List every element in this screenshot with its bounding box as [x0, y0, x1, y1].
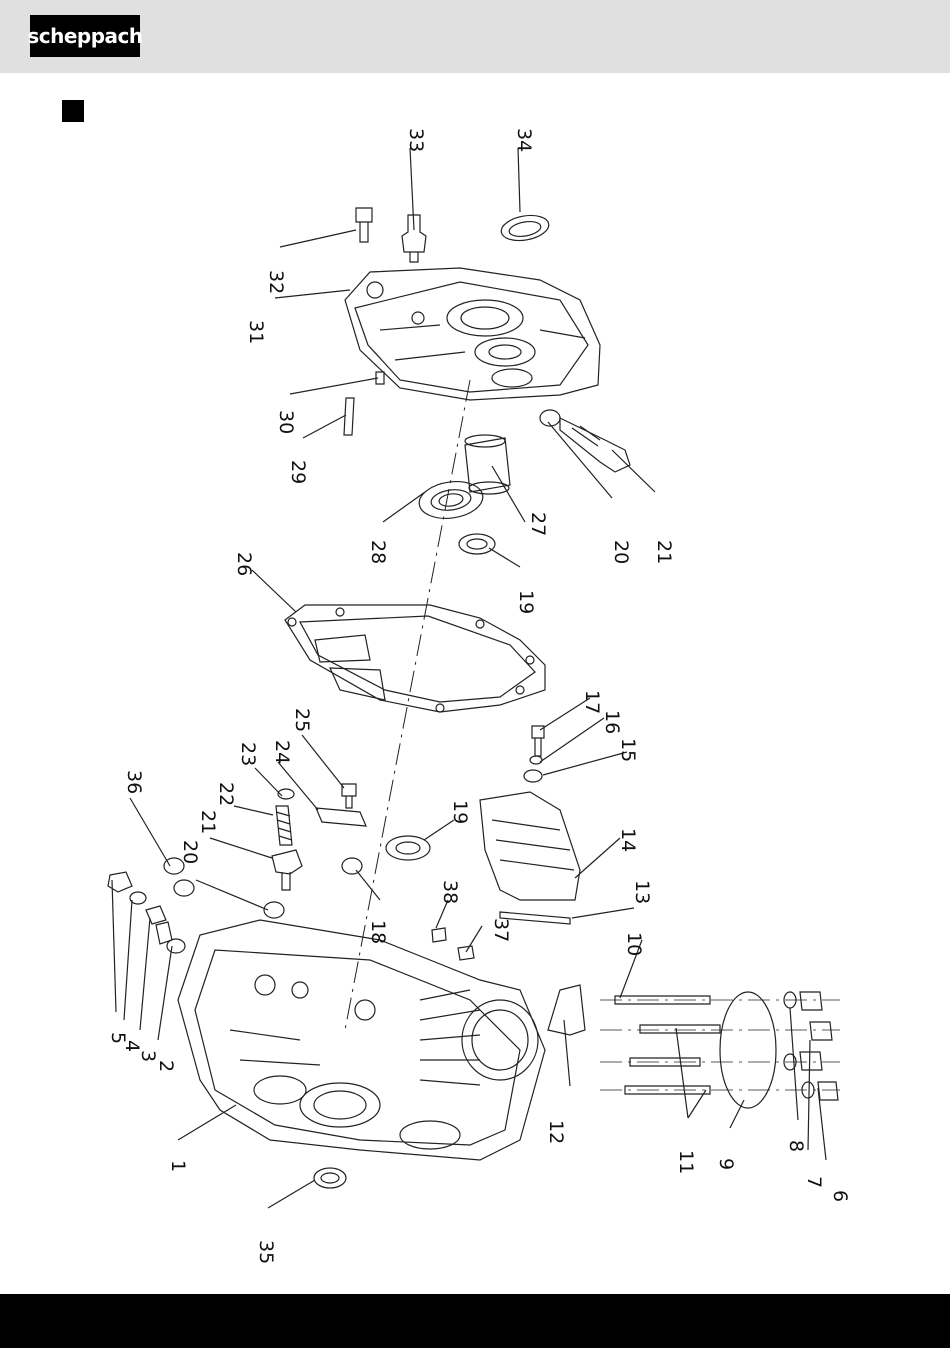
scheppach-logo: scheppach — [30, 15, 140, 57]
part-21-drain-plug — [272, 850, 302, 890]
part-16-washer — [530, 756, 542, 764]
part-label-l19a: 19 — [515, 590, 537, 614]
part-label-l12: 12 — [545, 1120, 567, 1144]
part-label-l31: 31 — [245, 320, 267, 344]
part-label-l22: 22 — [215, 782, 237, 806]
part-label-l35: 35 — [255, 1240, 277, 1264]
part-35-seal — [314, 1168, 346, 1188]
part-label-l28: 28 — [367, 540, 389, 564]
part-label-l9: 9 — [715, 1158, 737, 1170]
part-21-dipstick-top — [560, 418, 630, 472]
part-label-l16: 16 — [601, 710, 623, 734]
part-32-bolt — [356, 208, 372, 242]
part-11-stud — [625, 1025, 720, 1094]
part-label-l19b: 19 — [449, 800, 471, 824]
part-label-l27: 27 — [527, 512, 549, 536]
part-37-pin — [458, 946, 474, 960]
part-label-l13: 13 — [631, 880, 653, 904]
part-7-washer — [810, 1022, 832, 1040]
part-label-l36: 36 — [123, 770, 145, 794]
part-label-l20a: 20 — [610, 540, 632, 564]
page-footer — [0, 1294, 950, 1348]
part-label-l32: 32 — [265, 270, 287, 294]
part-14-head-cover — [480, 792, 580, 900]
part-label-l34: 34 — [513, 128, 535, 152]
part-29-dowel — [344, 398, 354, 435]
part-15-grommet — [524, 770, 542, 782]
exploded-parts-diagram: 3433323130292827202119262524232221203617… — [0, 80, 950, 1290]
part-label-l20b: 20 — [179, 840, 201, 864]
part-24-plate — [316, 808, 366, 826]
part-label-l26: 26 — [233, 552, 255, 576]
part-label-l6: 6 — [829, 1190, 851, 1202]
part-label-l37: 37 — [490, 918, 512, 942]
part-label-l10: 10 — [623, 932, 645, 956]
part-9-o-ring — [720, 992, 776, 1108]
part-label-l23: 23 — [237, 742, 259, 766]
part-label-l24: 24 — [271, 740, 293, 764]
part-label-l15: 15 — [617, 738, 639, 762]
part-3-plug — [146, 906, 166, 924]
part-label-l8: 8 — [785, 1140, 807, 1152]
part-6-nut — [800, 1052, 822, 1070]
part-34-seal — [499, 212, 550, 244]
part-label-l25: 25 — [291, 708, 313, 732]
part-10-stud — [615, 996, 710, 1066]
part-label-l11: 11 — [675, 1150, 697, 1174]
part-label-l21a: 21 — [653, 540, 675, 564]
part-label-l29: 29 — [287, 460, 309, 484]
part-28-bearing — [417, 478, 485, 523]
part-2-o-ring — [167, 939, 185, 953]
part-label-l17: 17 — [581, 690, 603, 714]
part-label-l7: 7 — [803, 1176, 825, 1188]
part-label-l1: 1 — [167, 1160, 189, 1172]
page-header: scheppach — [0, 0, 950, 73]
part-18-seal — [342, 858, 362, 874]
part-label-l18: 18 — [367, 920, 389, 944]
part-12-gasket — [548, 985, 585, 1035]
part-label-l21b: 21 — [197, 810, 219, 834]
part-label-l30: 30 — [275, 410, 297, 434]
part-label-l2: 2 — [155, 1060, 177, 1072]
part-label-l38: 38 — [439, 880, 461, 904]
part-label-l14: 14 — [617, 828, 639, 852]
part-38-pin — [432, 928, 446, 942]
part-label-l33: 33 — [405, 128, 427, 152]
part-19-bearing — [386, 836, 430, 860]
part-17-bolt — [532, 726, 544, 756]
part-19-bearing-top — [459, 534, 495, 554]
